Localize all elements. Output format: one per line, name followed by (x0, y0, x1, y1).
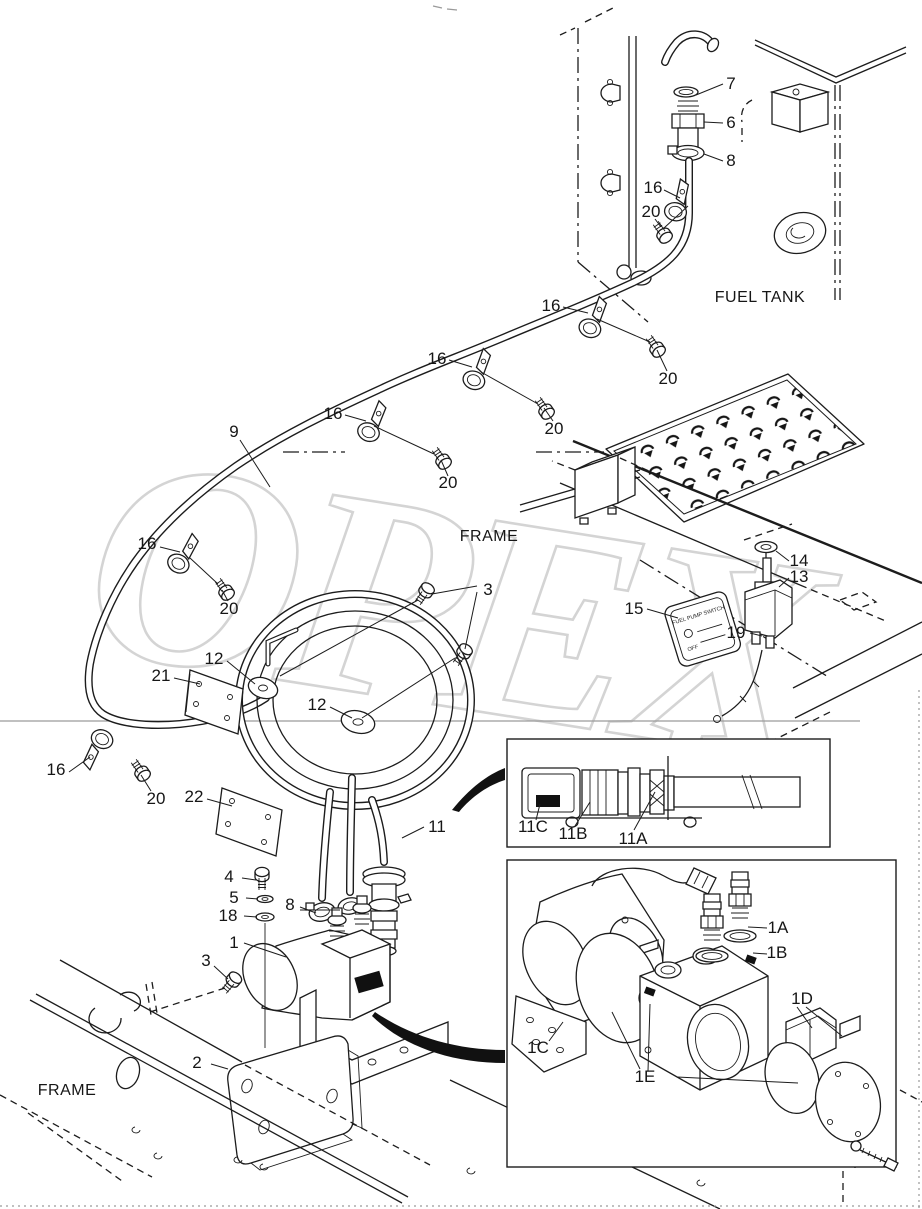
inset-pump-head (639, 945, 769, 1091)
strainer-pipe (673, 776, 801, 808)
pipe-clip (600, 168, 621, 197)
fuel-pump-1 (242, 895, 392, 1021)
inset-bracket-1C (511, 995, 587, 1073)
hose-9 (84, 157, 693, 729)
pump-assembly (217, 866, 449, 1171)
washer-5 (256, 894, 274, 904)
fitting-6 (671, 100, 705, 149)
washer-18 (255, 912, 275, 922)
placard-line2: OFF (687, 644, 700, 653)
page-border-dots (0, 690, 922, 1209)
tank-sender-pipe (600, 36, 652, 286)
strainer-element-11B (581, 769, 619, 816)
strainer-fitting-11A (617, 767, 675, 817)
fuel-tank-outline (559, 6, 907, 323)
tank-bracket (769, 83, 831, 133)
inset-diaphragm-ring (764, 1042, 820, 1114)
strainer-cap-11C (521, 767, 581, 819)
hose-clamp-8 (667, 144, 705, 162)
inset-strainer-box (506, 738, 831, 848)
tank-hook-dashed (740, 99, 753, 142)
wire-19 (721, 649, 763, 717)
inset-oring-1B (723, 929, 757, 943)
pipe-clip (600, 78, 621, 107)
inset-cover-disc (814, 1061, 882, 1143)
strainer-11 (362, 866, 412, 963)
switch-washer-14 (754, 540, 778, 554)
inset-oring-1B (695, 949, 729, 963)
inset-pump-box (506, 859, 899, 1172)
bolt-4 (254, 866, 270, 891)
mount-plate-2 (227, 1035, 363, 1171)
switch-assembly: FUEL PUMP SWITCH OFF (664, 523, 793, 723)
inset-fitting-1A (728, 871, 752, 919)
plate-22 (215, 787, 283, 857)
toggle-switch-13 (744, 557, 793, 649)
leader-lines (68, 83, 843, 1084)
placard-15: FUEL PUMP SWITCH OFF (664, 591, 742, 667)
grommet-12 (247, 676, 279, 700)
deck-box (551, 445, 661, 525)
plate-21 (184, 669, 244, 735)
tank-boss (773, 211, 827, 255)
arrow-to-strainer-inset (452, 768, 505, 812)
filler-fitting-group (661, 30, 720, 162)
detail-arrows (372, 768, 505, 1063)
arrow-to-pump-inset (372, 1012, 505, 1063)
page-tick-marks (432, 5, 458, 11)
inset-cover-bolt (850, 1140, 899, 1172)
hose-coil (184, 590, 475, 902)
pump-brand-label (354, 970, 384, 994)
inset-fitting-1A (700, 893, 724, 941)
pump-port (352, 895, 372, 925)
frame-lines-right (639, 559, 922, 743)
o-ring-7 (673, 86, 699, 98)
